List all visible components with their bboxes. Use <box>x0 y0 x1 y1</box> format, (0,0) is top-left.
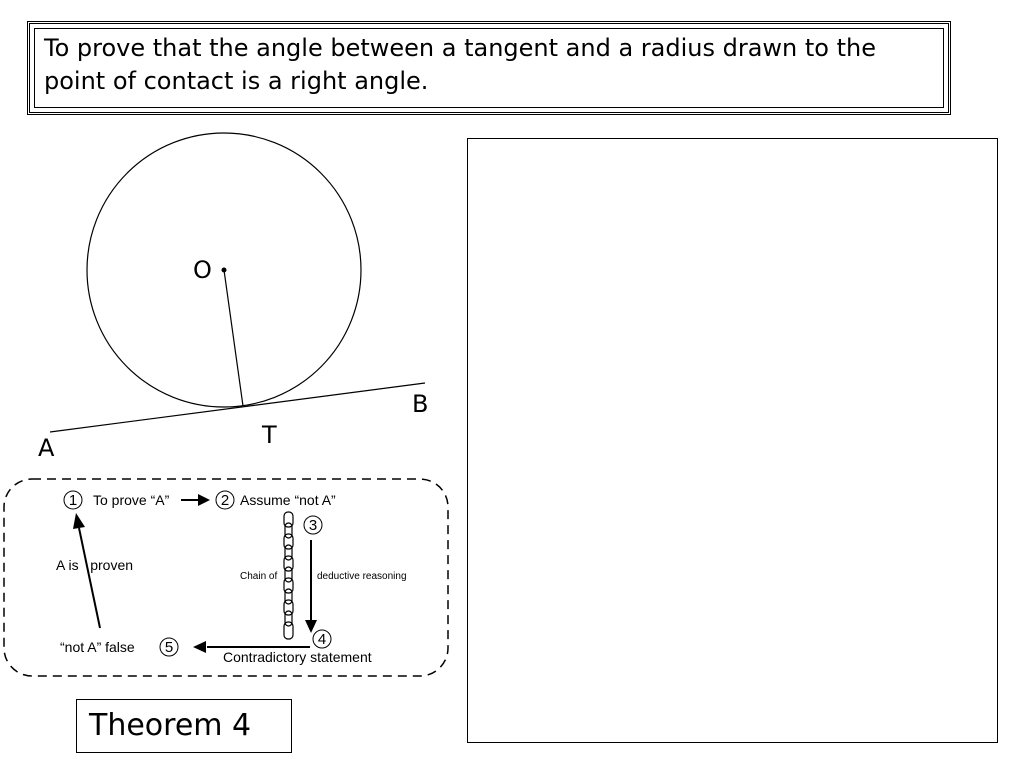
chain-icon <box>283 511 294 640</box>
step3-circle <box>303 515 323 535</box>
step2-number: 2 <box>221 492 229 509</box>
proven-label: A is proven <box>56 557 133 573</box>
proof-flowchart: 1 To prove “A” 2 Assume “not A” 3 Chain … <box>3 478 449 677</box>
blank-panel <box>467 138 998 743</box>
label-b: B <box>412 390 428 418</box>
step1-circle <box>63 490 83 510</box>
tangent-radius-figure: O A B T <box>38 132 428 462</box>
step1-number: 1 <box>69 492 77 509</box>
flowchart-dashed-border <box>3 478 449 677</box>
tangent-line <box>49 382 426 433</box>
label-a: A <box>38 434 55 462</box>
theorem-label: Theorem 4 <box>89 708 252 743</box>
label-t: T <box>261 421 277 449</box>
step4-circle <box>312 629 332 649</box>
step3-number: 3 <box>309 517 317 534</box>
arrow-3-to-4-head <box>305 620 317 633</box>
step4-number: 4 <box>318 631 326 648</box>
theorem-box: Theorem 4 <box>76 699 292 753</box>
step1-text: To prove “A” <box>93 492 170 508</box>
step5-circle <box>159 637 179 657</box>
step2-circle <box>215 490 235 510</box>
arrow-4-to-5-head <box>193 641 206 653</box>
circle <box>86 132 362 408</box>
chain-label-left: Chain of <box>240 571 277 582</box>
label-o: O <box>193 256 212 284</box>
step5-number: 5 <box>165 639 173 656</box>
step5-text: “not A” false <box>60 639 135 655</box>
step4-text: Contradictory statement <box>223 649 372 665</box>
title-box: To prove that the angle between a tangen… <box>27 21 951 115</box>
chain-label-right: deductive reasoning <box>317 571 407 582</box>
arrow-1-to-2-head <box>198 494 210 506</box>
title-box-inner-border <box>34 28 944 108</box>
page-title: To prove that the angle between a tangen… <box>44 34 876 95</box>
radius-line <box>223 269 244 407</box>
arrow-5-to-1-head <box>73 513 85 529</box>
arrow-5-to-1-line <box>78 527 101 629</box>
step2-text: Assume “not A” <box>240 492 336 508</box>
